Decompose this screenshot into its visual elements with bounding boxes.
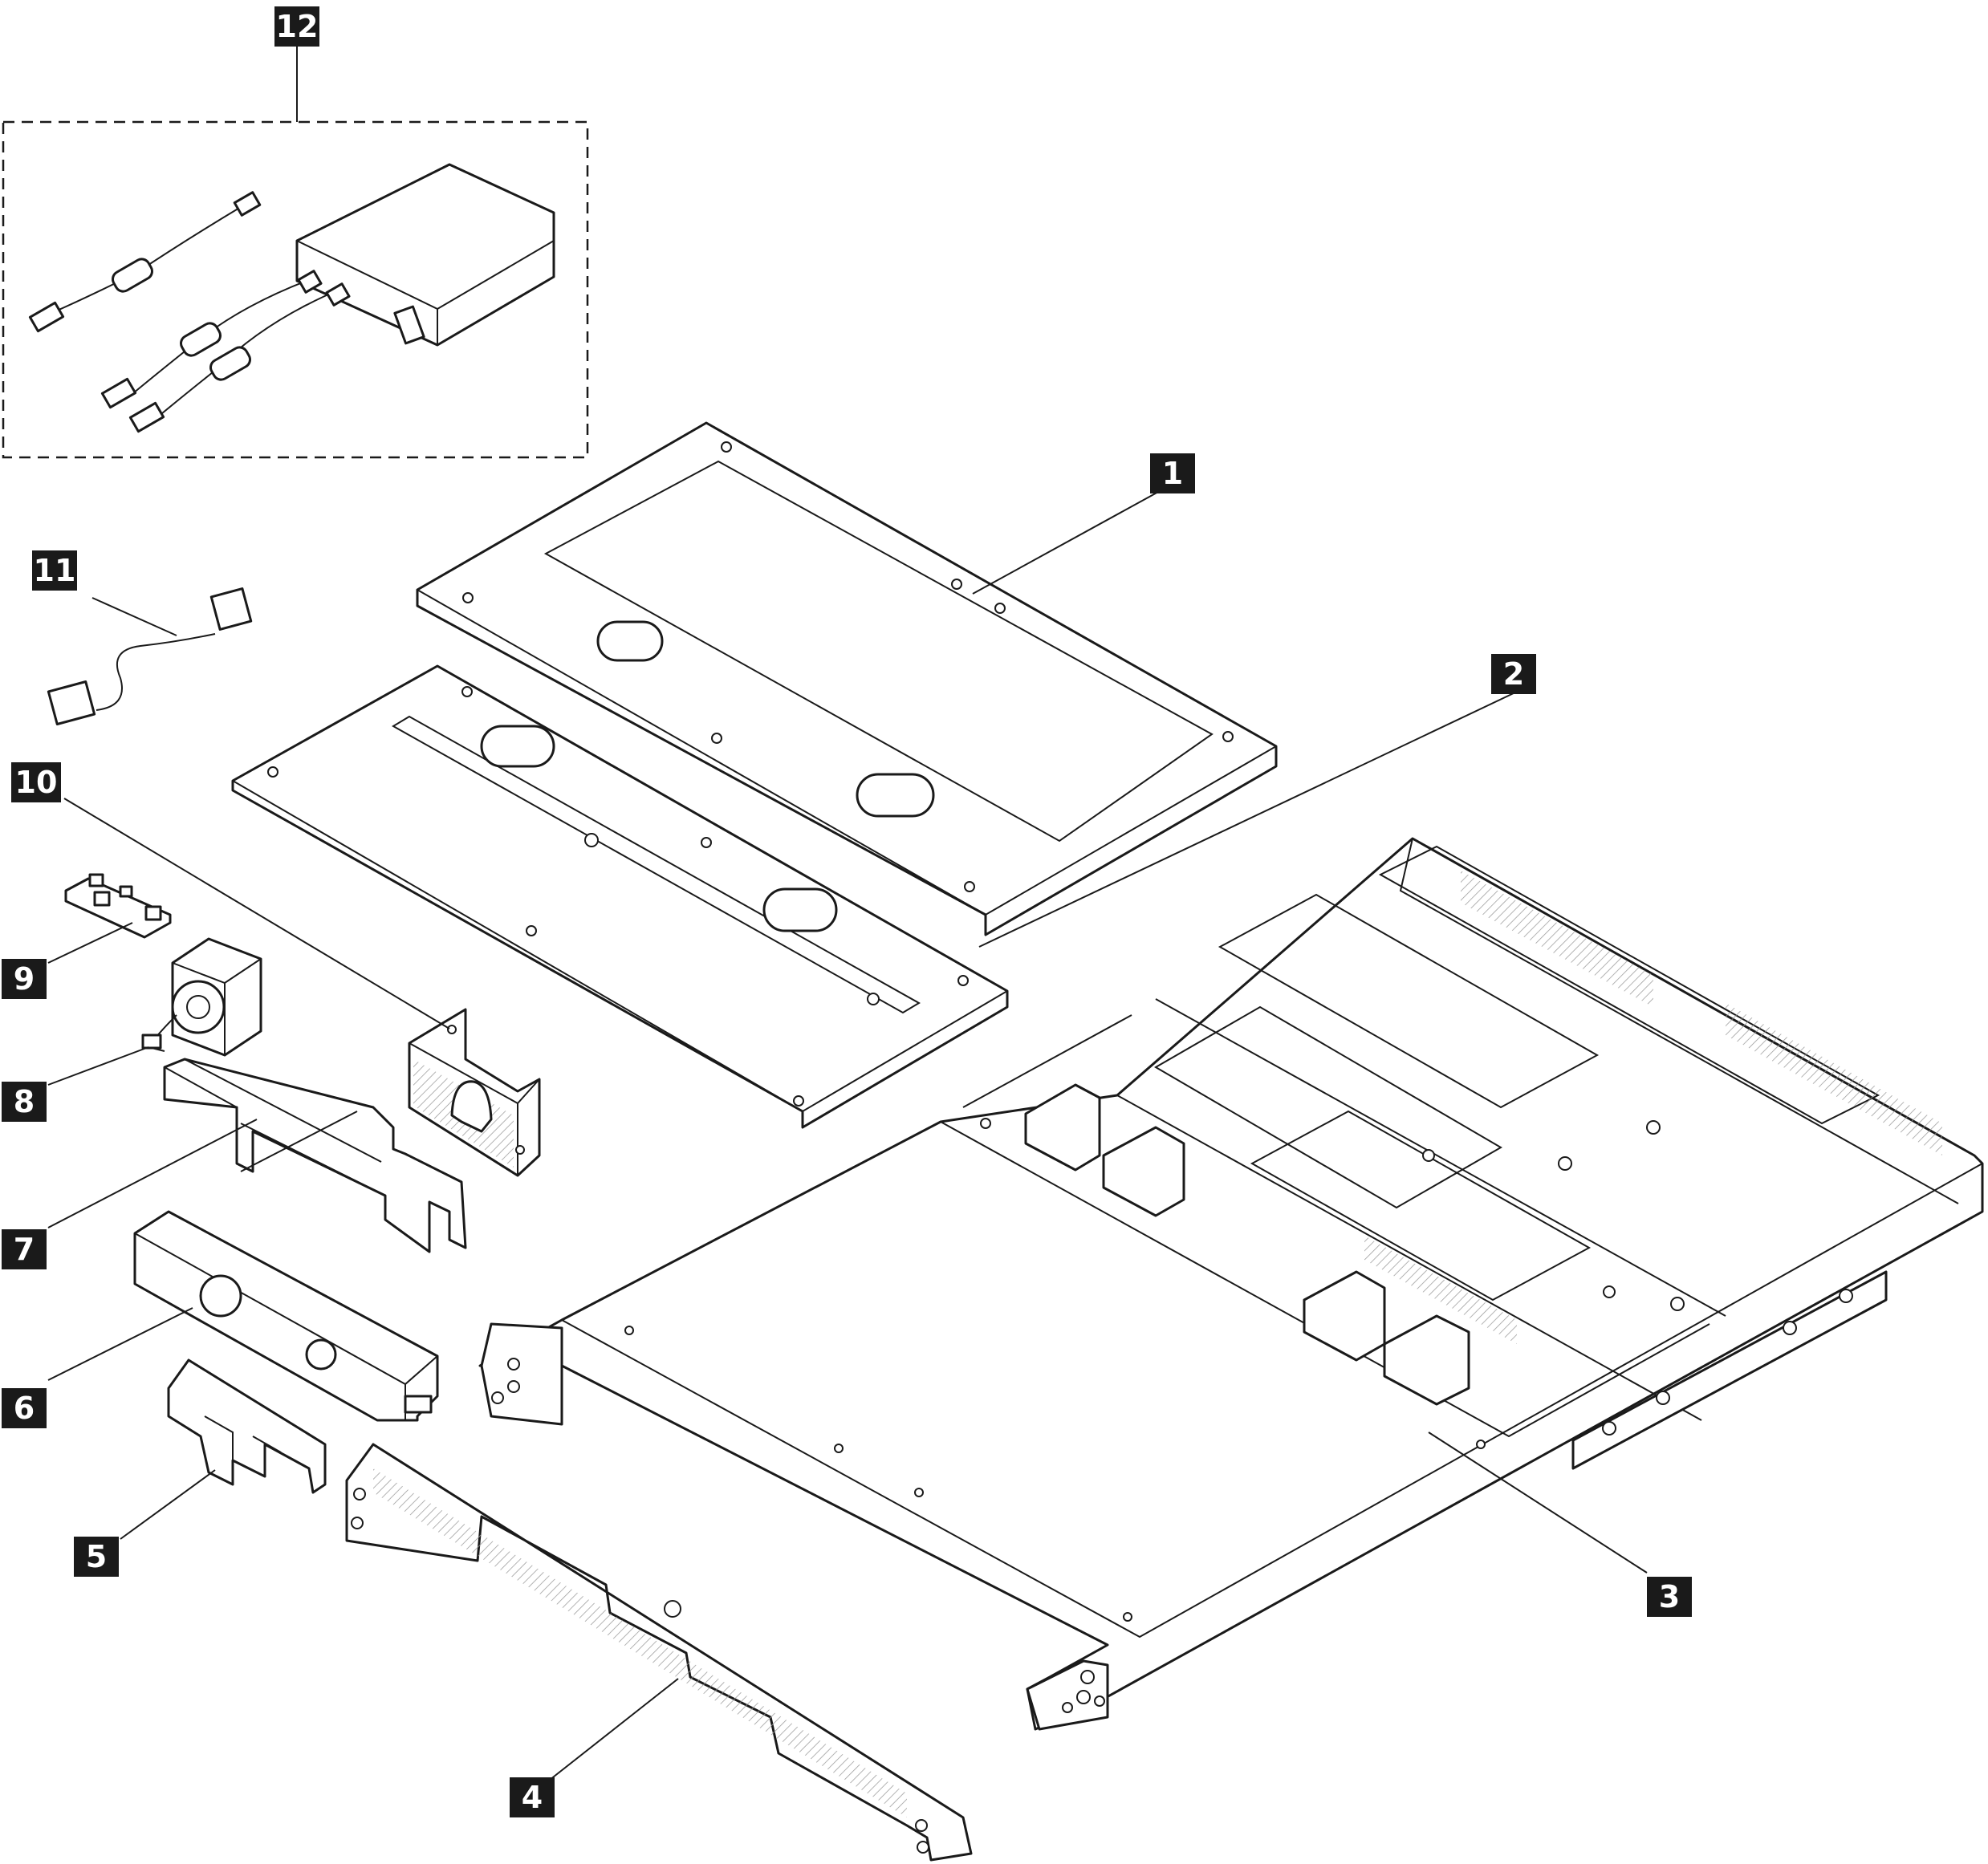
callout-8: 8 [2,1082,47,1122]
callout-11: 11 [32,550,77,591]
rear-bracket [63,798,541,1177]
chassis [478,837,1984,1731]
air-baffle [47,1058,467,1253]
callout-10: 10 [11,762,61,802]
system-fan [47,937,262,1086]
drive-bay-duct [47,1210,439,1422]
callout-4: 4 [510,1777,555,1817]
callout-1: 1 [1150,453,1195,493]
callout-5: 5 [74,1537,119,1577]
top-cover [416,421,1278,936]
callout-7: 7 [2,1229,47,1269]
callout-9: 9 [2,959,47,999]
cable-assembly [47,587,253,725]
callout-3: 3 [1647,1577,1692,1617]
front-bracket [345,1443,973,1862]
inner-cover [231,664,1518,1129]
power-adapter-kit [2,47,589,459]
callout-2: 2 [1491,654,1536,694]
callout-12: 12 [274,6,319,47]
small-bracket [120,1358,327,1540]
callout-6: 6 [2,1388,47,1428]
io-board [47,873,172,964]
